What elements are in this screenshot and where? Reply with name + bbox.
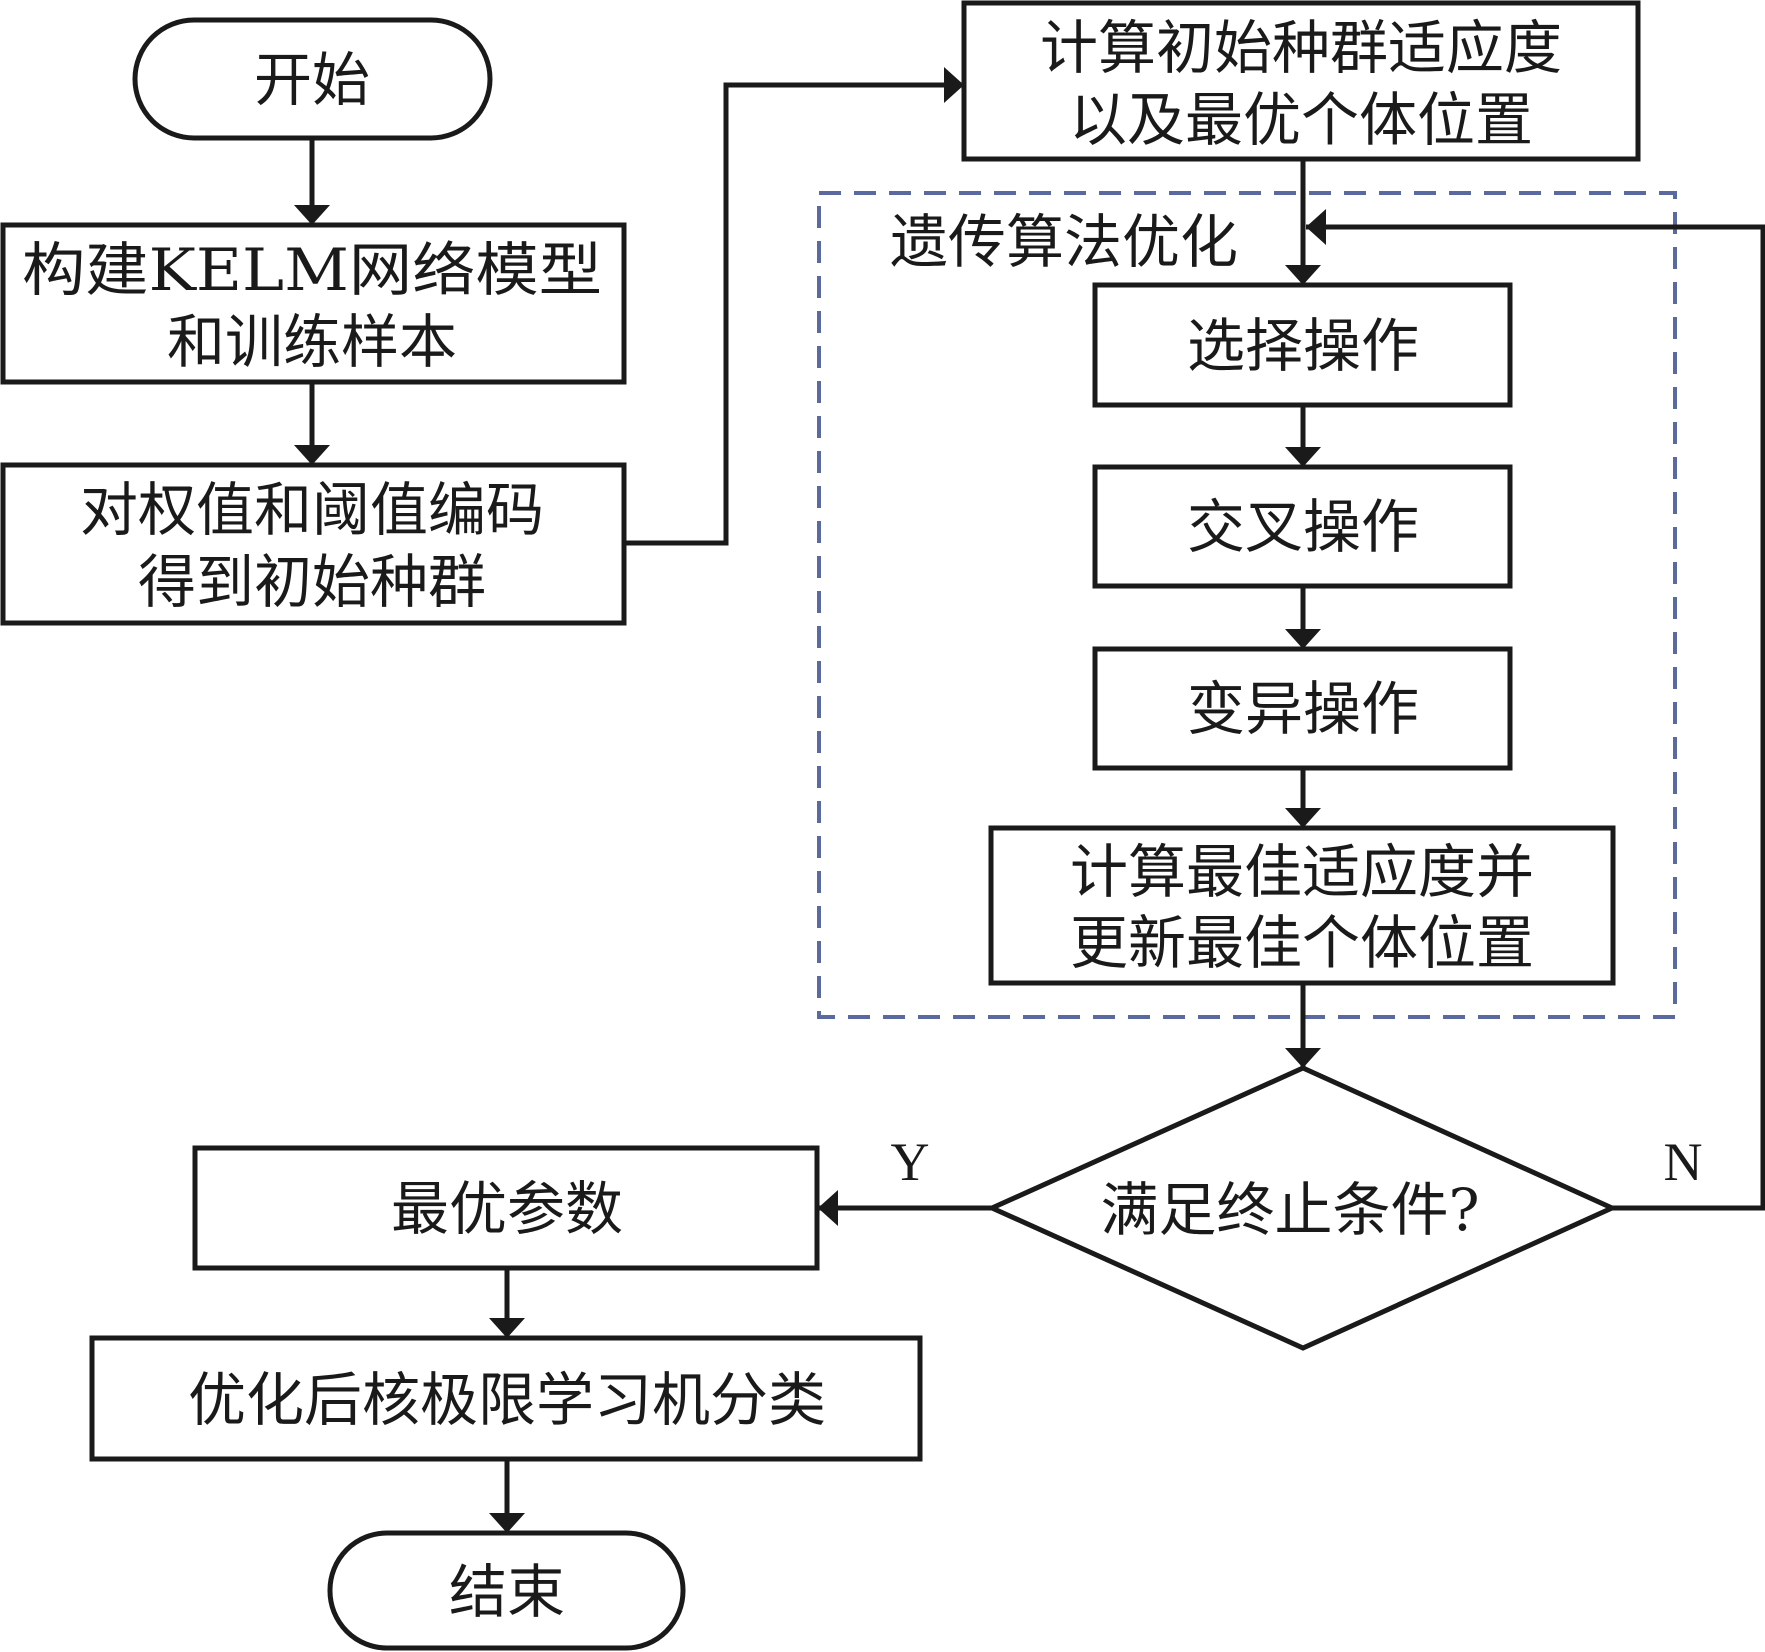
encode-line-1: 对权值和阈值编码 (80, 476, 544, 544)
selection-label: 选择操作 (1187, 312, 1419, 380)
build-model-node[interactable]: 构建KELM网络模型 和训练样本 (0, 222, 627, 385)
edge-decision-no-loop (1306, 209, 1765, 1211)
yes-branch-label: Y (891, 1132, 930, 1192)
start-terminal[interactable]: 开始 (132, 17, 493, 141)
encode-line-2: 得到初始种群 (138, 548, 486, 616)
end-terminal[interactable]: 结束 (327, 1530, 686, 1651)
classify-node[interactable]: 优化后核极限学习机分类 (89, 1335, 923, 1462)
selection-node[interactable]: 选择操作 (1092, 282, 1513, 408)
build-model-line-2: 和训练样本 (167, 308, 457, 376)
optimal-params-label: 最优参数 (391, 1175, 623, 1243)
crossover-node[interactable]: 交叉操作 (1092, 464, 1513, 589)
terminate-check-label: 满足终止条件? (1100, 1176, 1479, 1244)
optimal-params-node[interactable]: 最优参数 (192, 1145, 820, 1271)
start-terminal-label: 开始 (254, 46, 370, 114)
encode-node[interactable]: 对权值和阈值编码 得到初始种群 (0, 462, 627, 626)
update-best-node[interactable]: 计算最佳适应度并 更新最佳个体位置 (988, 825, 1616, 986)
update-best-line-1: 计算最佳适应度并 (1070, 838, 1534, 906)
init-fitness-line-2: 以及最优个体位置 (1069, 86, 1533, 154)
crossover-label: 交叉操作 (1187, 493, 1419, 561)
ga-optimization-group (817, 191, 1677, 1019)
mutation-node[interactable]: 变异操作 (1092, 646, 1513, 771)
edge-encode-to-init-fitness (624, 67, 964, 546)
terminate-check-decision[interactable]: 满足终止条件? (985, 1065, 1619, 1351)
update-best-line-2: 更新最佳个体位置 (1070, 909, 1534, 977)
init-fitness-line-1: 计算初始种群适应度 (1040, 14, 1562, 82)
build-model-line-1: 构建KELM网络模型 (22, 236, 602, 304)
mutation-label: 变异操作 (1187, 675, 1419, 743)
ga-optimization-group-label: 遗传算法优化 (890, 208, 1238, 276)
end-terminal-label: 结束 (449, 1558, 565, 1626)
init-fitness-node[interactable]: 计算初始种群适应度 以及最优个体位置 (961, 0, 1641, 162)
edges (294, 67, 1765, 1533)
classify-label: 优化后核极限学习机分类 (188, 1366, 826, 1434)
no-branch-label: N (1664, 1132, 1703, 1192)
